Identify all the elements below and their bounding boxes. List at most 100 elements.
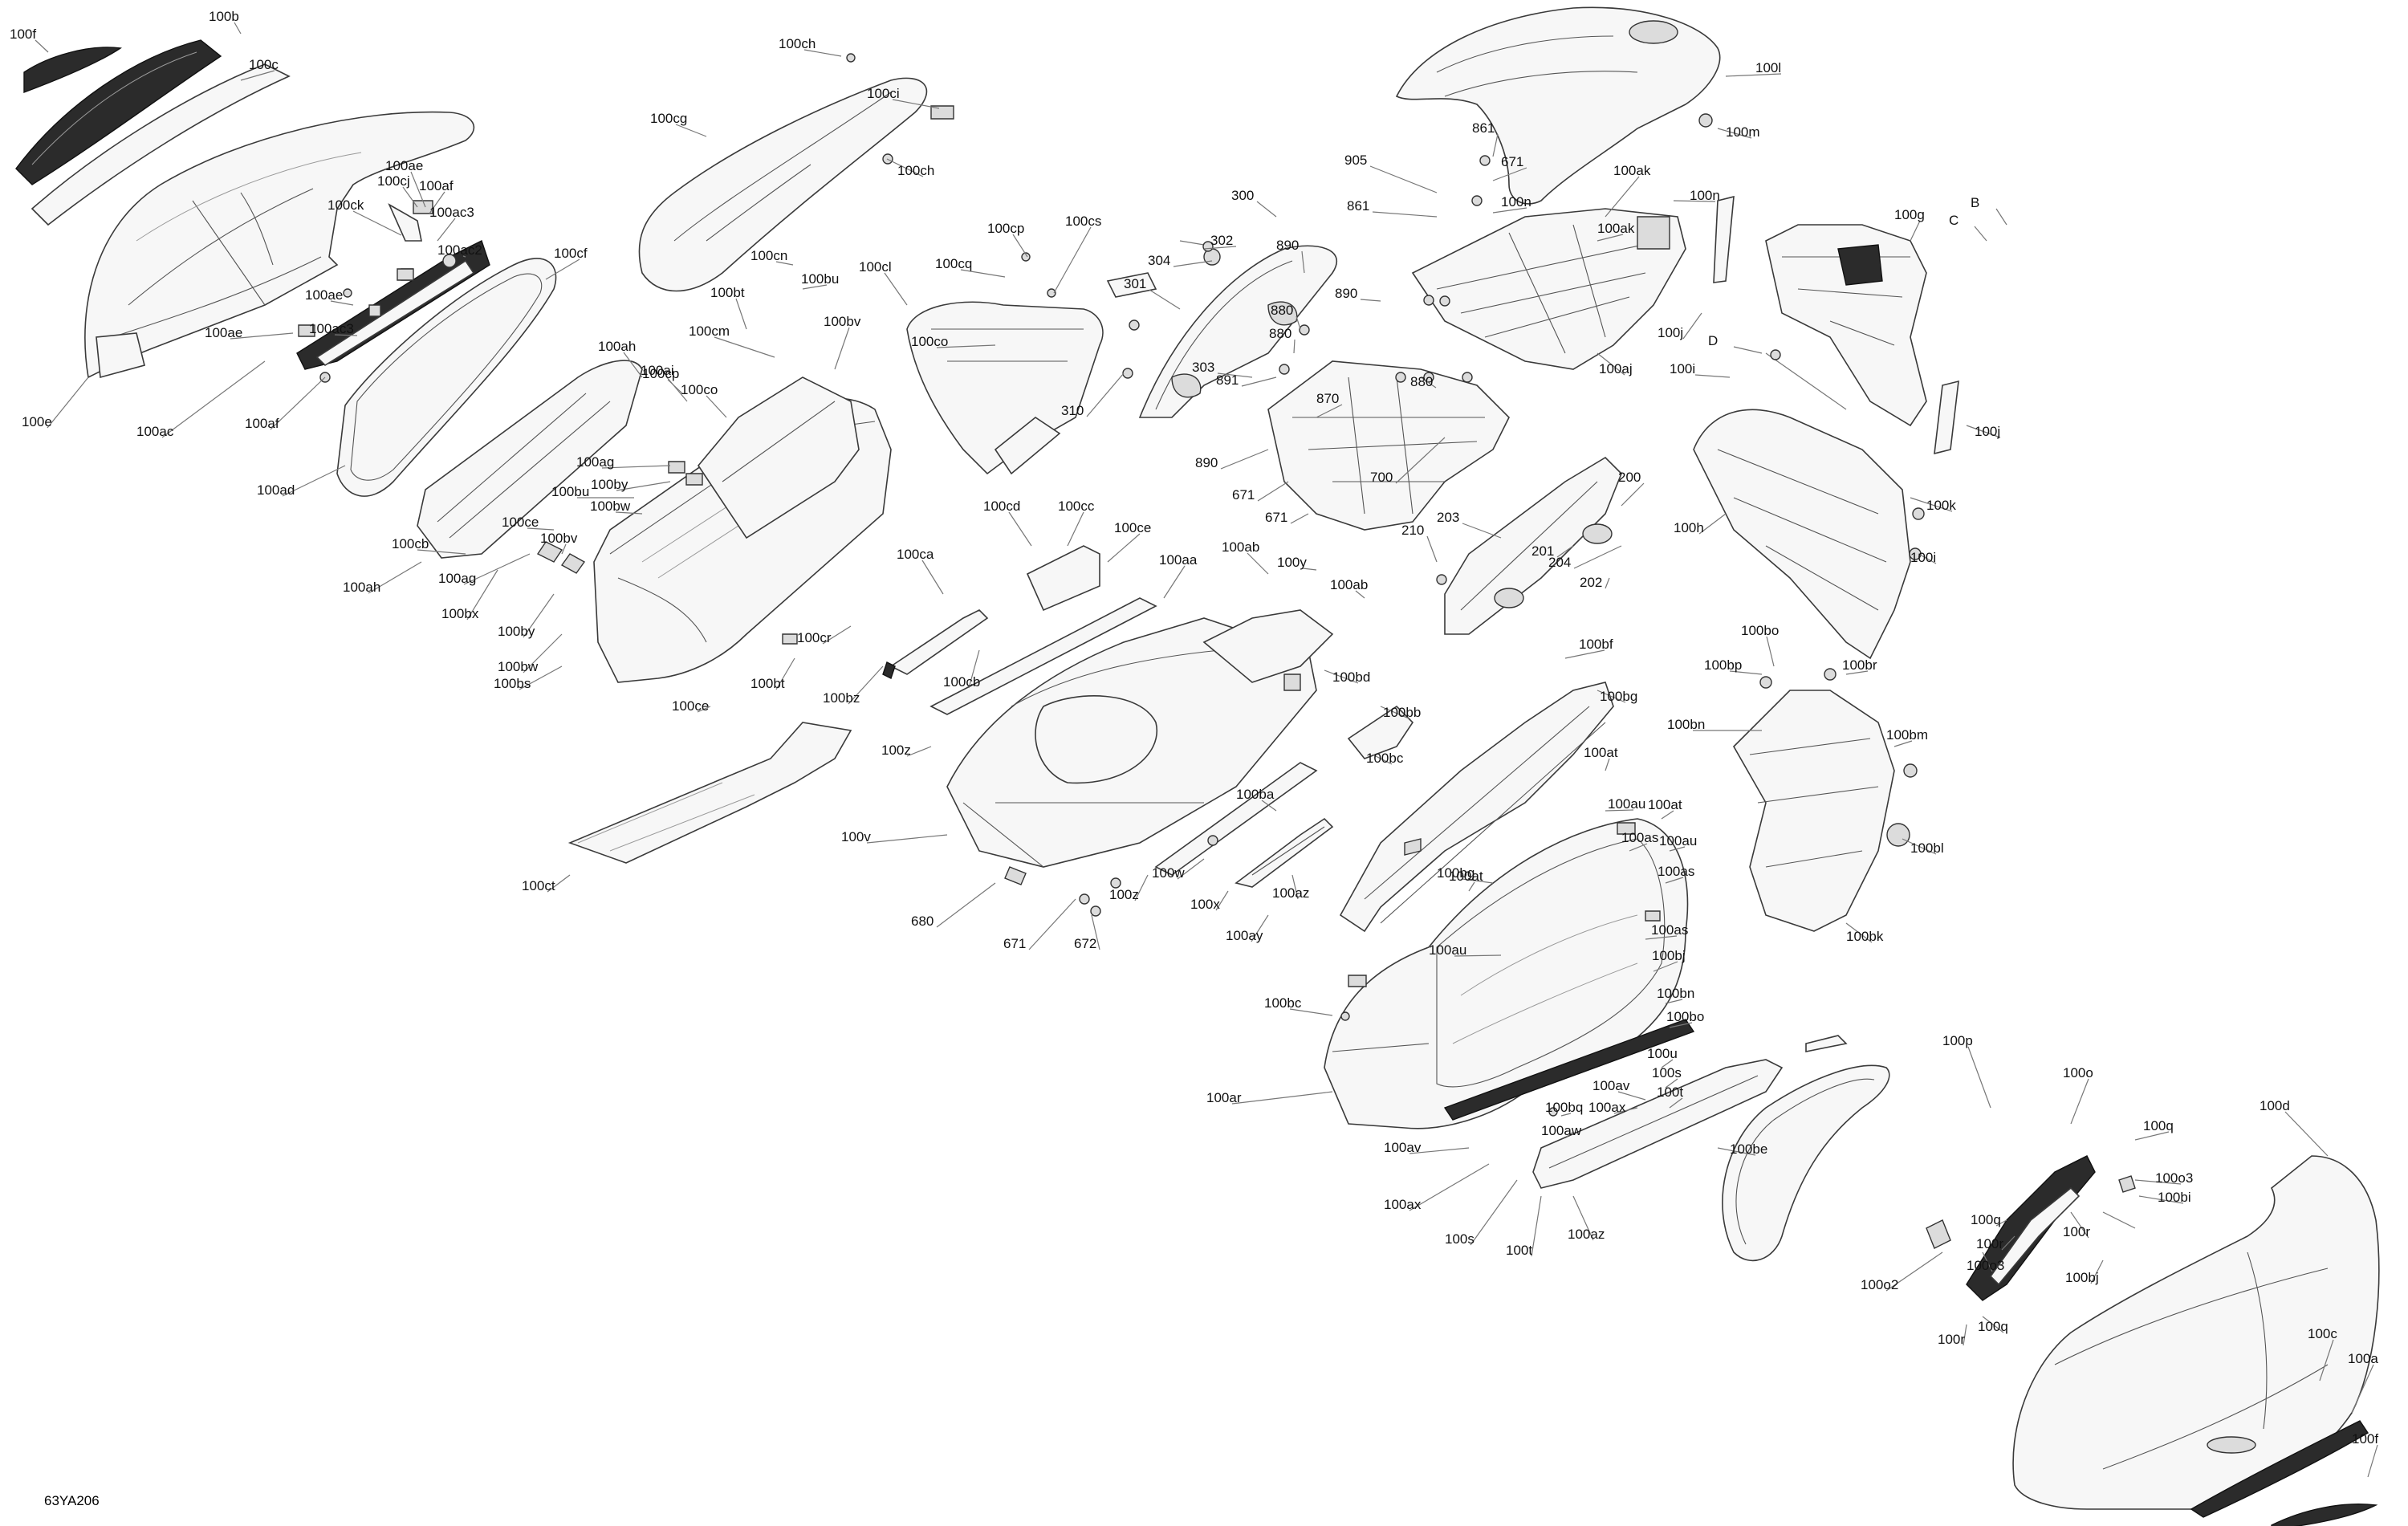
callout-label: 100bm — [1886, 727, 1928, 743]
leader-line — [1717, 1147, 1756, 1156]
callout-label: 100bp — [1704, 657, 1742, 673]
callout-label: 100cg — [650, 111, 687, 126]
leader-line — [601, 465, 671, 469]
leader-line — [1256, 201, 1277, 218]
leader-line — [2090, 1259, 2104, 1284]
leader-line — [1694, 374, 1731, 378]
callout-label: 100ac — [136, 424, 174, 439]
leader-line — [1173, 260, 1213, 267]
leader-line — [1290, 513, 1309, 524]
leader-line — [1107, 533, 1141, 563]
callout-label: 100ay — [1226, 928, 1263, 943]
leader-line — [1885, 1251, 1943, 1292]
emblem-part-100f-right — [2272, 1504, 2376, 1526]
callout-label: 100az — [1568, 1227, 1605, 1242]
callout-label: 100bw — [498, 659, 539, 674]
emblem-part-100a — [2191, 1421, 2368, 1517]
callout-label: 100j — [1658, 325, 1683, 340]
leader-line — [1566, 1131, 1574, 1137]
leader-line — [822, 625, 852, 645]
trim-part-100c — [32, 64, 289, 225]
callout-label: 890 — [1195, 455, 1218, 470]
callout-label: 100aj — [1599, 361, 1633, 376]
leader-line — [545, 258, 580, 280]
callout-label: 100cr — [797, 630, 832, 645]
callout-label: 870 — [1316, 391, 1339, 406]
callout-label: 100cs — [1065, 214, 1101, 229]
latch-clip-100ae-mid — [397, 269, 413, 280]
callout-label: 880 — [1410, 374, 1433, 389]
callout-label: 100n — [1501, 194, 1531, 210]
leader-line — [1261, 800, 1277, 812]
inner-liner-100cb — [417, 360, 642, 558]
callout-label: 100f — [10, 26, 36, 42]
leader-line — [1231, 1091, 1333, 1105]
leader-line — [1372, 754, 1393, 765]
leader-line — [1067, 511, 1084, 547]
leader-line — [1605, 577, 1610, 589]
leader-line — [892, 99, 940, 109]
callout-label: 100bt — [750, 676, 785, 691]
leader-line — [1293, 339, 1296, 354]
callout-label: 100b — [209, 9, 239, 24]
parts-artwork — [16, 7, 2379, 1526]
leader-line — [1982, 1251, 1993, 1272]
callout-label: 100co — [681, 382, 718, 397]
leader-line — [230, 332, 294, 340]
callout-label: 100bq — [1545, 1100, 1583, 1115]
callout-label: 100ac3 — [429, 205, 474, 220]
leader-line — [1203, 246, 1237, 250]
callout-label: 100av — [1384, 1140, 1422, 1155]
leader-line — [1564, 649, 1605, 659]
callout-label: 100ce — [502, 515, 539, 530]
leader-line — [35, 39, 49, 53]
callout-label: 100d — [2260, 1098, 2290, 1113]
latch-mechanism-100ca — [891, 610, 987, 674]
callout-label: 100au — [1659, 833, 1697, 848]
trim-strip-100z-lower — [1156, 763, 1316, 875]
callout-label: D — [1708, 333, 1718, 348]
latch-clip-100ae-low — [299, 325, 315, 336]
leader-line — [1560, 1113, 1572, 1117]
callout-label: 203 — [1437, 510, 1459, 525]
leader-line — [1462, 523, 1502, 539]
callout-label: 100a — [2348, 1351, 2378, 1366]
storage-tray-100aj — [1413, 209, 1686, 369]
callout-label: 100ah — [598, 339, 636, 354]
seal-part-100ad — [337, 258, 556, 496]
leader-line — [1468, 881, 1475, 892]
leader-line — [1531, 1195, 1542, 1257]
callout-label: 100ad — [257, 482, 295, 498]
callout-label: 100w — [1152, 865, 1185, 881]
leader-line — [402, 186, 418, 208]
leader-line — [1462, 878, 1494, 884]
leader-line — [2070, 1211, 2089, 1239]
leader-line — [47, 376, 89, 429]
leader-line — [1012, 234, 1028, 258]
callout-label: 100ab — [1330, 577, 1368, 592]
callout-label: 100bg — [1600, 689, 1637, 704]
leader-line — [2319, 1339, 2334, 1382]
callout-label: 100m — [1726, 124, 1760, 140]
callout-label: 301 — [1124, 276, 1146, 291]
leader-line — [1729, 670, 1763, 675]
callout-label: 100cl — [859, 259, 892, 275]
leader-line — [1725, 73, 1782, 77]
leader-line — [1215, 890, 1229, 911]
callout-label: 100ax — [1384, 1197, 1422, 1212]
latch-bar-100ay — [1236, 819, 1332, 887]
leader-line — [1910, 220, 1921, 242]
callout-label: 700 — [1370, 470, 1393, 485]
trim-strip-100z-upper — [931, 598, 1156, 714]
leader-line — [1665, 1078, 1678, 1089]
callout-label: 100ce — [1114, 520, 1151, 535]
leader-line — [1597, 234, 1624, 242]
leader-line — [462, 255, 466, 258]
callout-label: 100bz — [823, 690, 860, 706]
callout-label: 100n — [1690, 188, 1720, 203]
callout-label: 100bs — [494, 676, 531, 691]
callout-label: 100h — [1674, 520, 1704, 535]
leader-line — [1605, 809, 1634, 812]
leader-line — [1617, 1091, 1646, 1101]
leader-line — [616, 481, 671, 491]
